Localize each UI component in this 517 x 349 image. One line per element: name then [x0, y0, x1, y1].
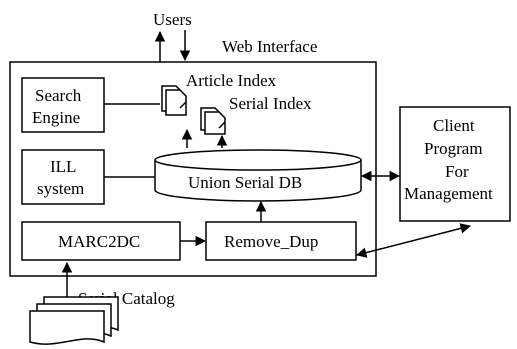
- client-label-2: Program: [424, 139, 483, 158]
- remove-dup-box: [205, 221, 357, 261]
- ill-system-label-1: ILL: [50, 157, 76, 176]
- client-label-3: For: [445, 162, 469, 181]
- serial-index-label: Serial Index: [229, 94, 312, 113]
- remove-dup-label: Remove_Dup: [224, 232, 318, 251]
- ill-system-box: [21, 149, 105, 205]
- serial-index-document-icon: [200, 107, 226, 135]
- union-serial-db-cylinder: [154, 149, 362, 202]
- search-engine-label-1: Search: [35, 86, 82, 105]
- article-index-document-icon: [161, 85, 187, 116]
- removedup-client-bidirectional-arrow: [355, 223, 472, 258]
- search-engine-box: [21, 77, 105, 133]
- article-index-label: Article Index: [186, 71, 277, 90]
- union-serial-db-label: Union Serial DB: [188, 173, 302, 192]
- marc2dc-label: MARC2DC: [58, 232, 140, 251]
- client-program-box: [399, 106, 511, 222]
- web-interface-label: Web Interface: [222, 37, 317, 56]
- ill-system-label-2: system: [37, 179, 84, 198]
- users-label: Users: [153, 10, 192, 29]
- client-label-1: Client: [433, 116, 475, 135]
- search-engine-label-2: Engine: [32, 108, 80, 127]
- client-label-4: Management: [404, 184, 493, 203]
- serial-catalog-stack-icon: [29, 296, 119, 345]
